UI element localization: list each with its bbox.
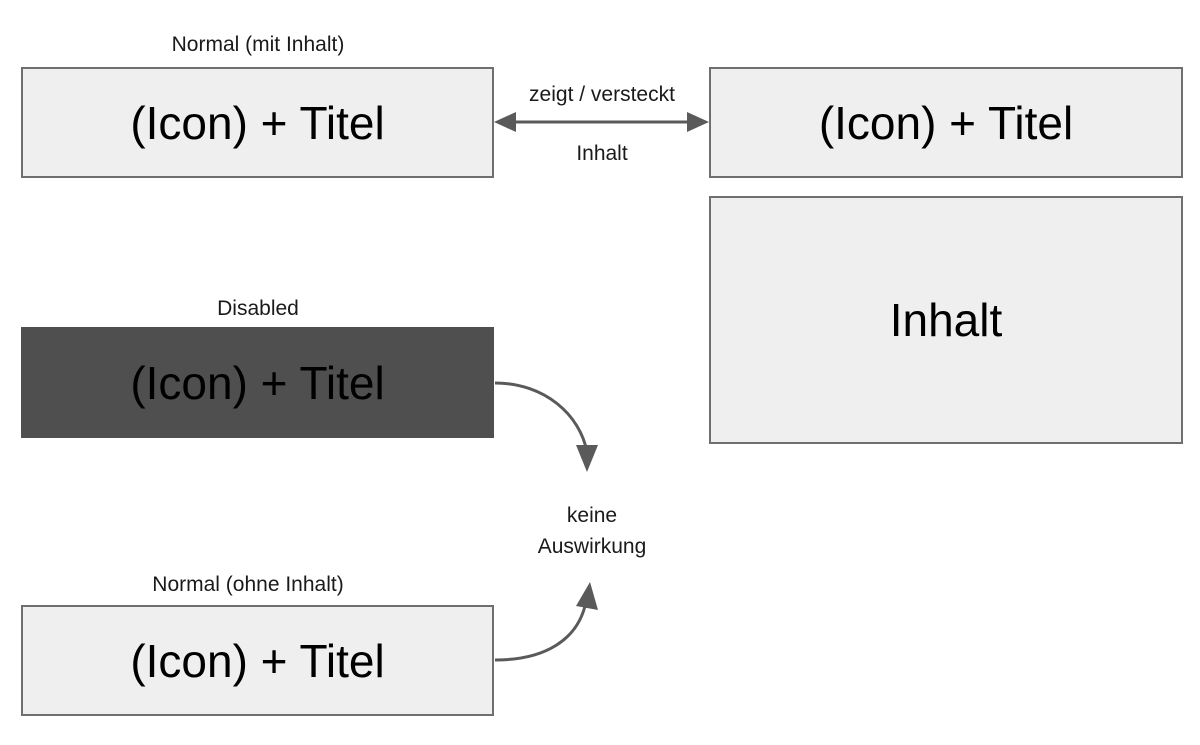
header-label: (Icon) + Titel (130, 96, 385, 149)
no-effect-line2: Auswirkung (537, 535, 647, 558)
arrow-normal-without-content-no-effect (494, 601, 588, 662)
arrow-disabled-no-effect (494, 381, 589, 453)
caption-disabled: Disabled (217, 297, 299, 320)
arrowhead-normal-without-content (576, 582, 598, 610)
header-label: (Icon) + Titel (130, 634, 385, 687)
caption-normal-with-content: Normal (mit Inhalt) (171, 33, 345, 56)
accordion-header-expanded[interactable]: (Icon) + Titel (709, 67, 1183, 178)
no-effect-line1: keine (566, 504, 618, 527)
no-effect-label: keine Auswirkung (494, 500, 690, 562)
accordion-header-disabled: (Icon) + Titel (21, 327, 494, 438)
accordion-content-panel: Inhalt (709, 196, 1183, 444)
toggle-label-top: zeigt / versteckt (529, 83, 675, 106)
toggle-label-bottom: Inhalt (576, 142, 628, 165)
accordion-header-normal-with-content[interactable]: (Icon) + Titel (21, 67, 494, 178)
arrowhead-disabled (576, 445, 598, 472)
content-label: Inhalt (889, 294, 1003, 346)
caption-normal-without-content: Normal (ohne Inhalt) (152, 573, 344, 596)
header-label: (Icon) + Titel (130, 356, 385, 409)
accordion-header-normal-without-content[interactable]: (Icon) + Titel (21, 605, 494, 716)
toggle-double-arrow (494, 112, 709, 132)
header-label: (Icon) + Titel (818, 96, 1074, 149)
